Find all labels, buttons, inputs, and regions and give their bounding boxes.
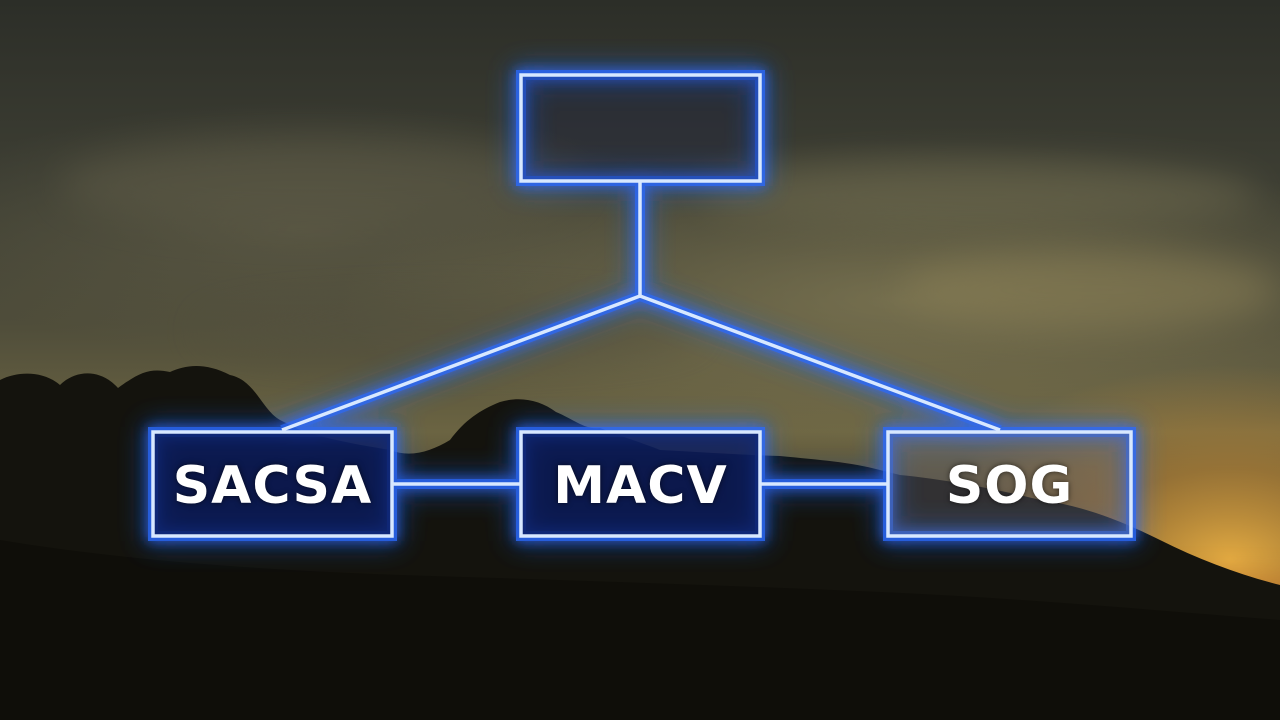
cloud [60,140,580,230]
node-macv-box [521,432,760,536]
connector-to-sog [639,294,1001,432]
cloud [700,160,1260,230]
node-sacsa-box [153,432,392,536]
node-macv-label: MACV [553,456,728,516]
connector-to-sacsa [281,294,641,432]
cloud [900,250,1280,330]
node-sog-box [888,432,1131,536]
node-sacsa-label: SACSA [172,456,373,516]
node-sog-label: SOG [945,456,1074,516]
node-top-box [521,75,760,181]
